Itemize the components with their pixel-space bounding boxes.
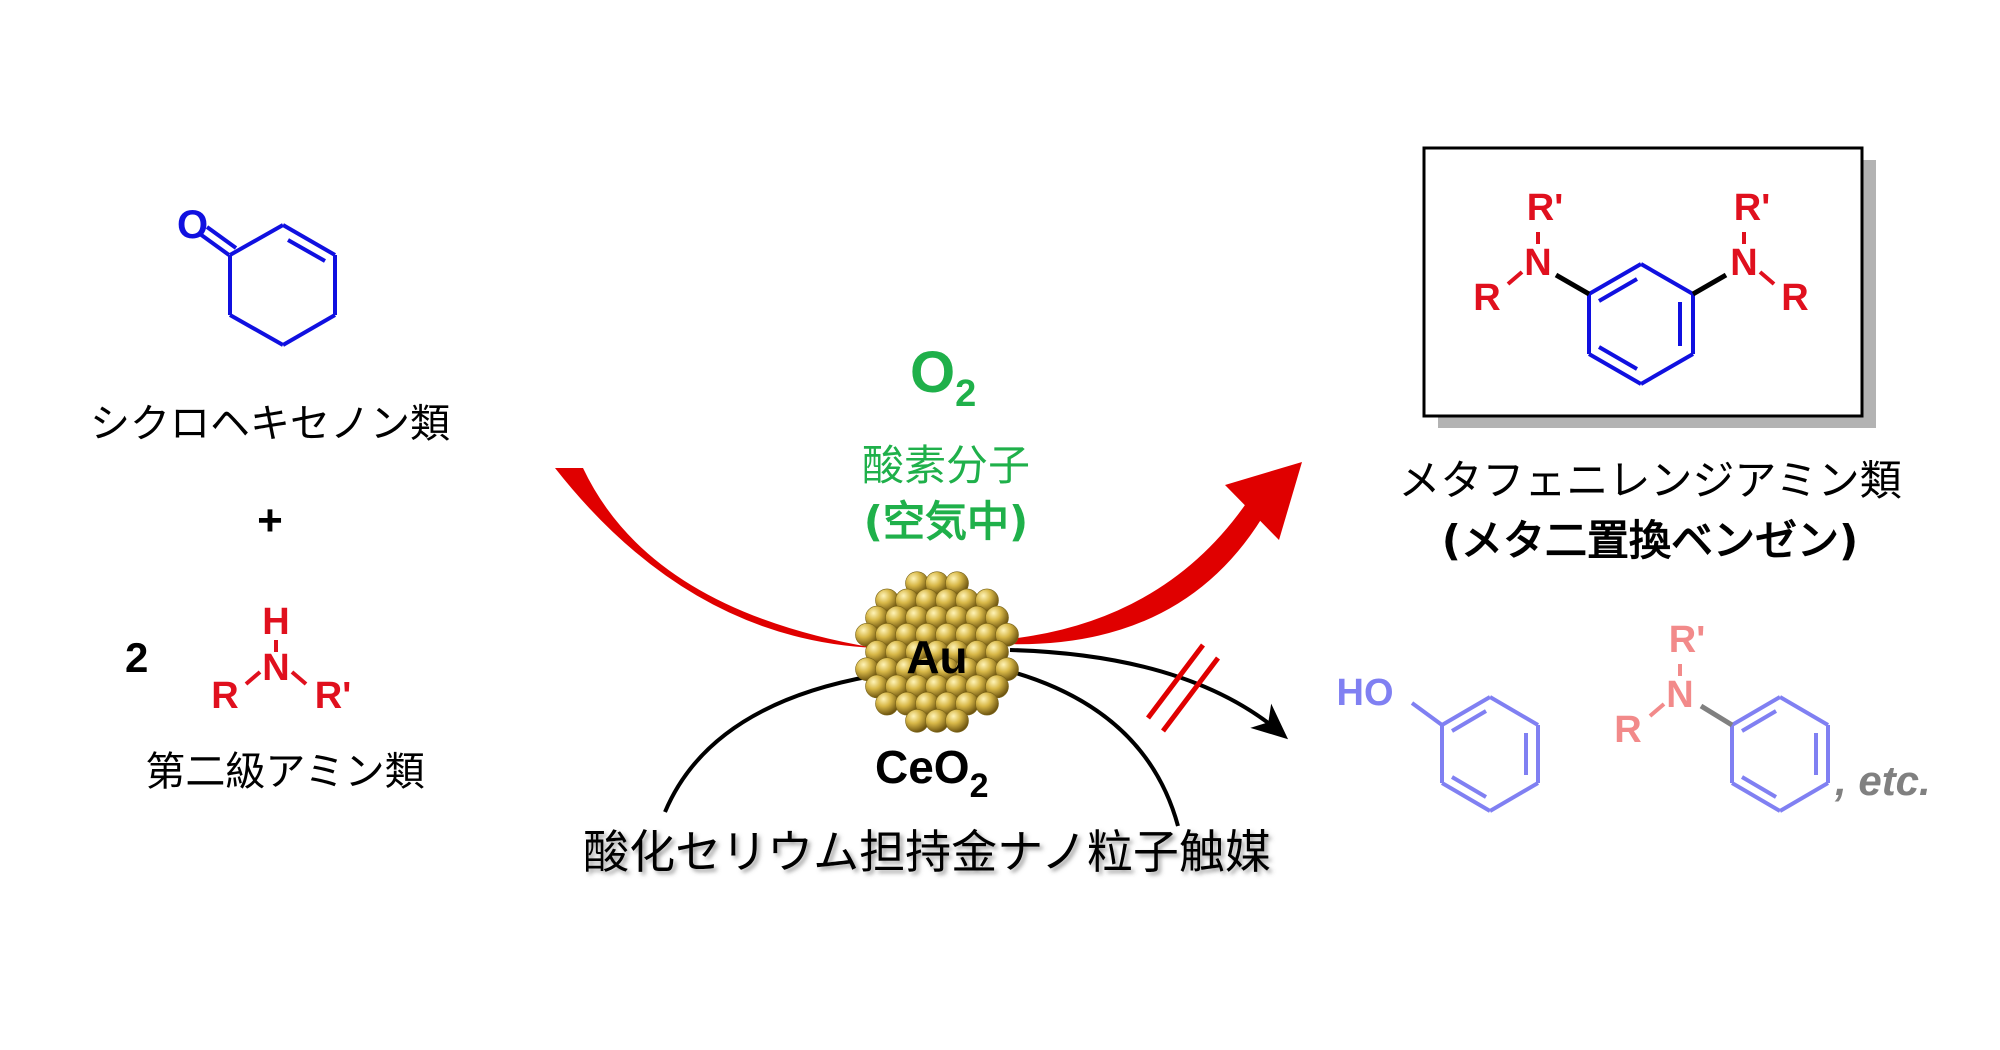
amine-N-label: N bbox=[262, 647, 289, 689]
aniline-R-label: R bbox=[1614, 709, 1641, 751]
amine-R-label: R bbox=[211, 675, 238, 717]
product-right-Rprime: R' bbox=[1734, 187, 1770, 229]
cyclohexenone-name: シクロヘキセノン類 bbox=[90, 401, 450, 447]
product-left-Rprime: R' bbox=[1527, 187, 1563, 229]
phenol-HO-label: HO bbox=[1337, 672, 1394, 714]
product-name: メタフェニレンジアミン類 bbox=[1398, 456, 1901, 505]
aniline-structure bbox=[1648, 664, 1830, 813]
oxygen-note: (空気中) bbox=[864, 497, 1028, 546]
secondary-amine-structure bbox=[244, 640, 308, 686]
curved-red-arrow-icon bbox=[555, 462, 1302, 648]
product-right-R: R bbox=[1781, 277, 1808, 319]
amine-coefficient: 2 bbox=[125, 634, 148, 681]
gold-metal-label: Au bbox=[906, 631, 967, 683]
product-left-N: N bbox=[1524, 242, 1551, 284]
aniline-N-label: N bbox=[1666, 674, 1693, 716]
etc-label: , etc. bbox=[1834, 757, 1931, 804]
cyclohexenone-structure bbox=[198, 223, 337, 347]
oxygen-formula: O2 bbox=[910, 340, 976, 415]
carbonyl-oxygen-label: O bbox=[177, 203, 208, 247]
plus-sign: + bbox=[257, 496, 283, 545]
oxygen-name: 酸素分子 bbox=[862, 441, 1030, 490]
ceria-support-formula: CeO2 bbox=[875, 741, 989, 805]
product-left-R: R bbox=[1473, 277, 1500, 319]
catalyst-cycle-arcs bbox=[663, 648, 1289, 827]
gold-atom bbox=[905, 708, 929, 733]
amine-Rprime-label: R' bbox=[315, 675, 351, 717]
product-right-N: N bbox=[1730, 242, 1757, 284]
aniline-Rprime-label: R' bbox=[1669, 619, 1705, 661]
amine-H-label: H bbox=[262, 601, 289, 643]
gold-atom bbox=[875, 691, 899, 716]
secondary-amine-name: 第二級アミン類 bbox=[145, 749, 424, 795]
product-note: (メタ二置換ベンゼン) bbox=[1442, 516, 1858, 565]
gold-nanoparticle-icon bbox=[855, 571, 1019, 733]
phenol-structure bbox=[1410, 695, 1540, 813]
blocked-arrow-icon bbox=[1146, 643, 1220, 733]
gold-atom bbox=[925, 708, 949, 733]
product-box bbox=[1422, 146, 1876, 428]
gold-atom bbox=[975, 691, 999, 716]
m-phenylenediamine-structure bbox=[1506, 232, 1776, 386]
gold-atom bbox=[945, 708, 969, 733]
catalyst-name: 酸化セリウム担持金ナノ粒子触媒 bbox=[583, 825, 1271, 879]
